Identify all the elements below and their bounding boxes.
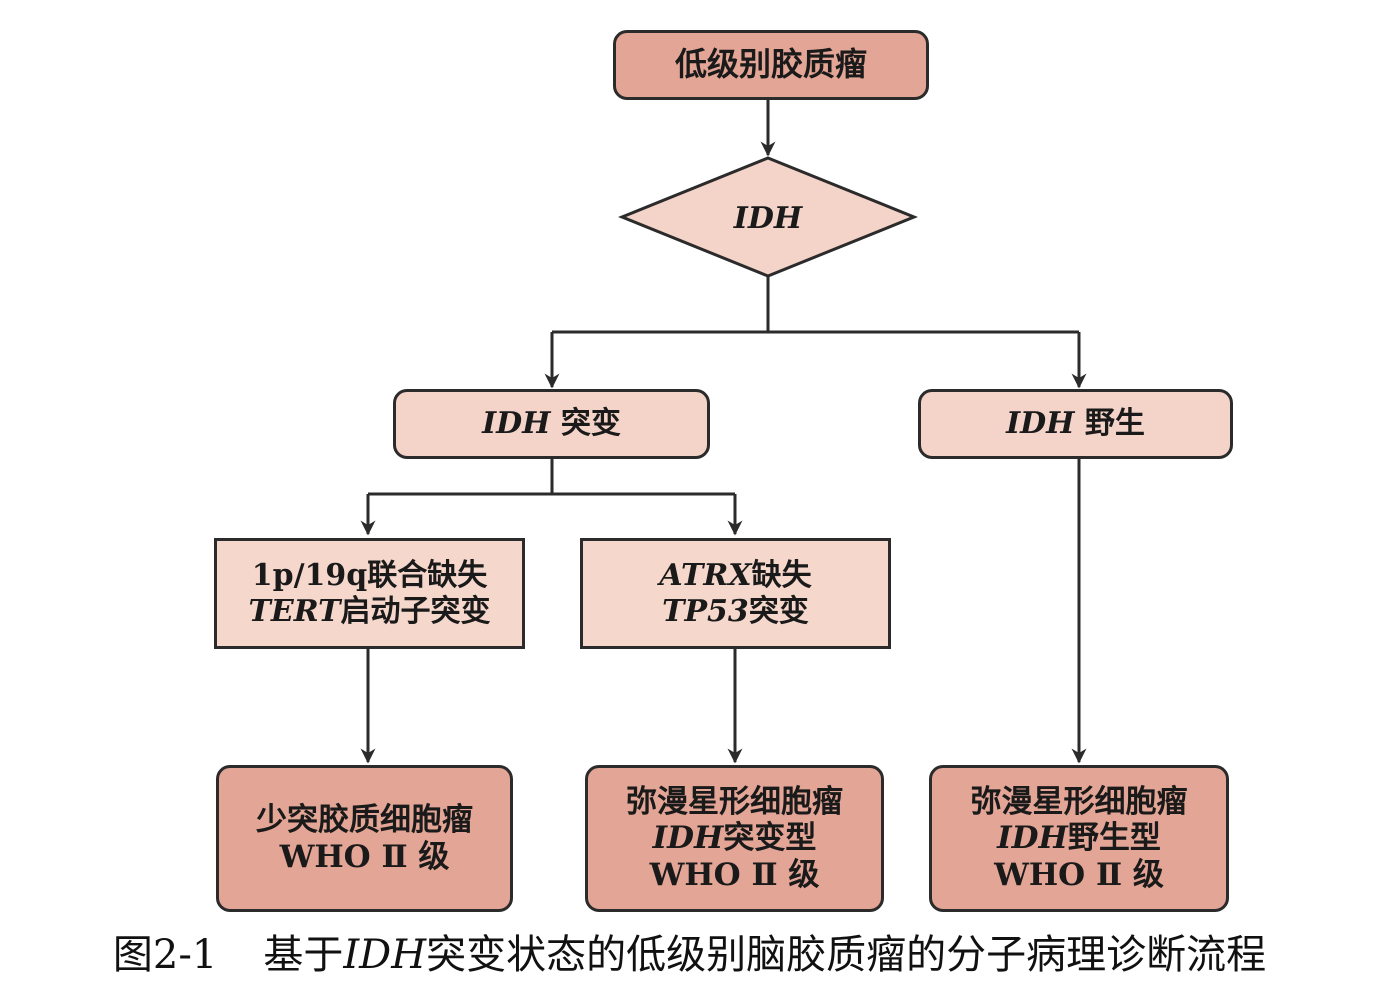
tert-gene: TERT <box>248 593 341 629</box>
marker-atrx-tp53-node: ATRX缺失 TP53突变 <box>580 538 891 649</box>
outcome-right-line1: 弥漫星形细胞瘤 <box>970 783 1188 820</box>
atrx-text: 缺失 <box>751 558 812 594</box>
outcome-astrocytoma-idh-wildtype-node: 弥漫星形细胞瘤 IDH野生型 WHO Ⅱ 级 <box>929 765 1229 912</box>
tert-text: 启动子突变 <box>340 593 491 629</box>
outcome-right-gene: IDH <box>997 820 1068 857</box>
idh-wildtype-gene: IDH <box>1006 406 1075 442</box>
marker-1p19q-label: 1p/19q联合缺失 <box>251 558 488 594</box>
marker-1p19q-tert-node: 1p/19q联合缺失 TERT启动子突变 <box>214 538 525 649</box>
root-node-low-grade-glioma: 低级别胶质瘤 <box>613 30 929 100</box>
idh-mutant-node: IDH 突变 <box>393 389 710 459</box>
outcome-right-grade: WHO Ⅱ 级 <box>994 856 1164 893</box>
idh-wildtype-node: IDH 野生 <box>918 389 1233 459</box>
idh-decision-label: IDH <box>733 200 803 236</box>
tp53-text: 突变 <box>748 593 809 629</box>
idh-mutant-text: 突变 <box>550 406 621 442</box>
idh-mutant-gene: IDH <box>482 406 551 442</box>
idh-wildtype-text: 野生 <box>1074 406 1145 442</box>
outcome-mid-grade: WHO Ⅱ 级 <box>649 856 820 893</box>
outcome-mid-type: 突变型 <box>723 820 817 857</box>
outcome-left-grade: WHO Ⅱ 级 <box>279 838 450 875</box>
caption-pre: 基于 <box>263 932 344 978</box>
outcome-mid-line1: 弥漫星形细胞瘤 <box>626 783 843 820</box>
outcome-right-type: 野生型 <box>1067 820 1161 857</box>
caption-gene: IDH <box>343 932 427 978</box>
outcome-oligodendroglioma-node: 少突胶质细胞瘤 WHO Ⅱ 级 <box>216 765 513 912</box>
caption-post: 突变状态的低级别脑胶质瘤的分子病理诊断流程 <box>426 932 1267 978</box>
outcome-astrocytoma-idh-mutant-node: 弥漫星形细胞瘤 IDH突变型 WHO Ⅱ 级 <box>585 765 884 912</box>
atrx-gene: ATRX <box>659 558 752 594</box>
caption-label: 图2-1 <box>112 932 218 978</box>
outcome-mid-gene: IDH <box>652 820 724 857</box>
figure-caption: 图2-1 基于IDH突变状态的低级别脑胶质瘤的分子病理诊断流程 <box>0 922 1379 980</box>
outcome-left-line1: 少突胶质细胞瘤 <box>256 801 473 838</box>
root-label: 低级别胶质瘤 <box>674 45 867 84</box>
tp53-gene: TP53 <box>662 593 749 629</box>
